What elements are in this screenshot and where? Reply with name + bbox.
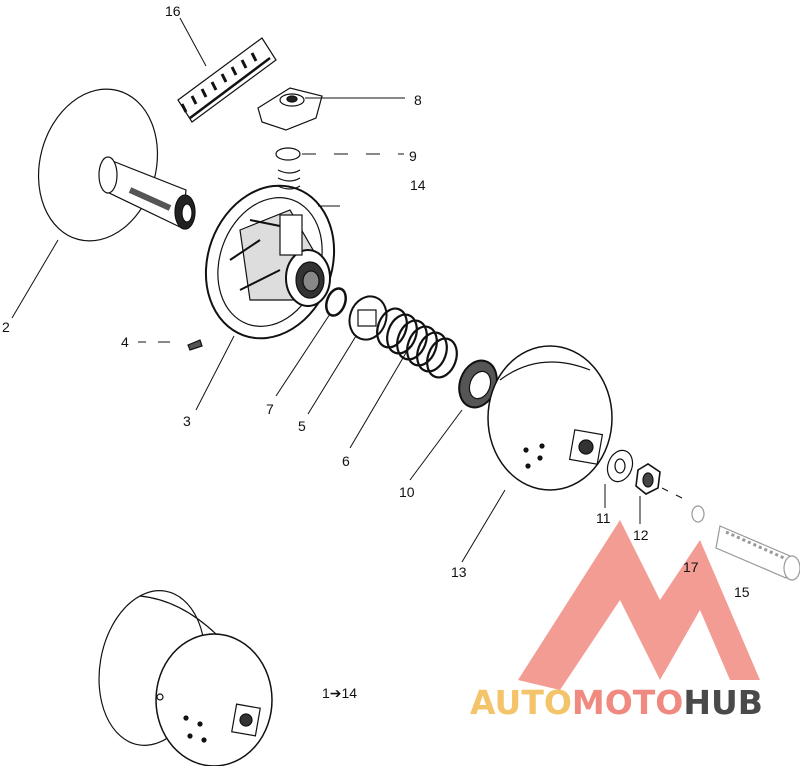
belt-part xyxy=(177,37,277,123)
callout-7: 7 xyxy=(266,401,274,417)
watermark-moto: MOTO xyxy=(571,683,684,722)
callout-3: 3 xyxy=(183,413,191,429)
callout-8: 8 xyxy=(414,92,422,108)
callout-9: 9 xyxy=(409,148,417,164)
assembly-label: 1➔14 xyxy=(322,685,358,701)
set-screw-part xyxy=(187,339,203,351)
callout-17: 17 xyxy=(683,559,699,575)
assembled-pulley xyxy=(98,590,273,767)
callout-11: 11 xyxy=(596,510,611,526)
callout-10: 10 xyxy=(399,484,415,500)
movable-sheave-part xyxy=(204,184,336,340)
washer-part-17 xyxy=(691,505,705,523)
cam-part xyxy=(257,87,323,131)
leader-lines xyxy=(11,17,683,563)
callout-16: 16 xyxy=(165,3,181,19)
watermark-logo xyxy=(518,520,760,690)
washer-part-9 xyxy=(275,147,301,161)
callout-6: 6 xyxy=(342,453,350,469)
spring-part xyxy=(376,307,458,379)
nut-part xyxy=(635,463,661,495)
o-ring-part xyxy=(325,287,347,317)
washer-part-11 xyxy=(606,449,634,483)
small-spring-part xyxy=(277,169,301,190)
watermark-hub: HUB xyxy=(683,683,763,722)
callout-5: 5 xyxy=(298,418,306,434)
callout-2: 2 xyxy=(2,319,10,335)
bolt-part xyxy=(715,525,800,581)
cover-part xyxy=(487,345,613,491)
watermark-auto: AUTO xyxy=(470,683,572,722)
callout-12: 12 xyxy=(633,527,649,543)
retainer-plate-part xyxy=(348,295,388,341)
callout-15: 15 xyxy=(734,584,750,600)
callout-14: 14 xyxy=(410,177,426,193)
watermark-text: AUTOMOTOHUB xyxy=(470,683,763,722)
fixed-sheave-part xyxy=(37,88,196,242)
callout-4: 4 xyxy=(121,334,129,350)
callout-13: 13 xyxy=(451,564,467,580)
